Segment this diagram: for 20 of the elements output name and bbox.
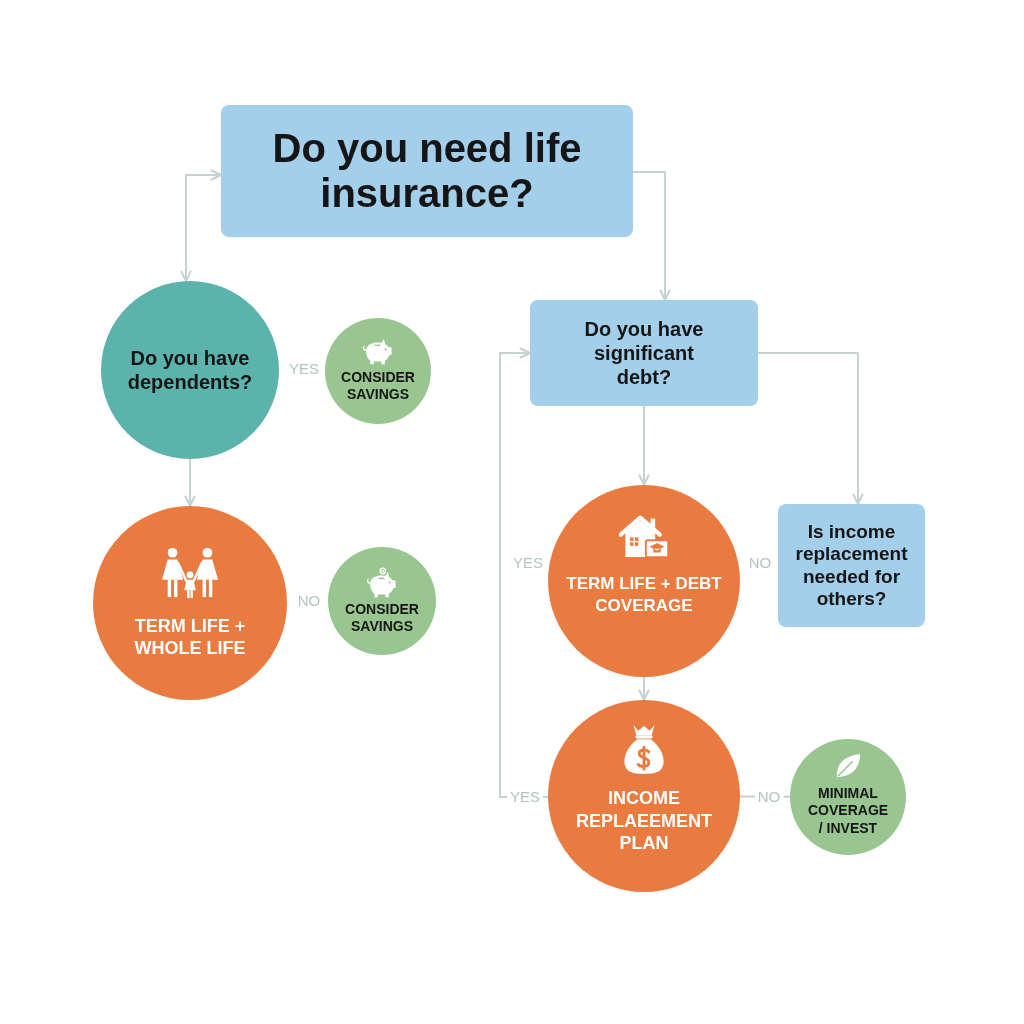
connector-arrow (180, 169, 222, 283)
outcome-text: MINIMAL COVERAGE / INVEST (808, 784, 888, 838)
outcome-text: CONSIDER SAVINGS (340, 368, 416, 404)
outcome-text: TERM LIFE + DEBT COVERAGE (565, 572, 723, 617)
connector-arrow (638, 405, 650, 486)
connector-arrow (499, 347, 549, 798)
question-text: Do you need life insurance? (271, 125, 583, 217)
question-text: Is income replacement needed for others? (794, 520, 909, 611)
connector-arrow (638, 676, 650, 701)
question-text: Do you have significant debt? (583, 317, 705, 389)
outcome-text: INCOME REPLAEEMENT PLAN (575, 787, 713, 855)
connector-arrow (184, 458, 196, 507)
question-box (530, 300, 758, 406)
question-text: Do you have dependents? (126, 346, 254, 394)
connector-arrow (632, 171, 671, 301)
outcome-text: TERM LIFE + WHOLE LIFE (133, 614, 247, 660)
outcome-text: CONSIDER SAVINGS (344, 600, 420, 636)
question-box (221, 105, 633, 237)
connector-arrow (757, 352, 864, 505)
question-box (778, 504, 925, 627)
